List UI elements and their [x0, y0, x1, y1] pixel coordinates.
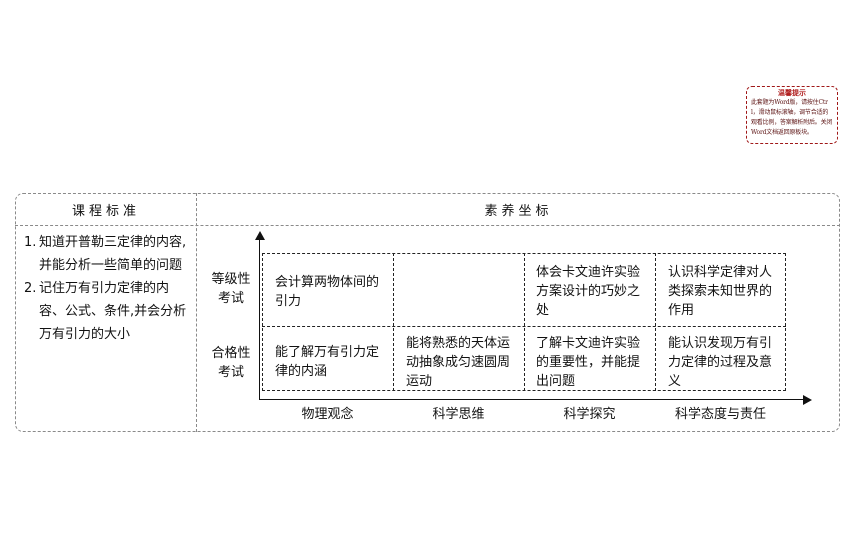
table-frame: [15, 193, 840, 432]
grid-line: [262, 326, 786, 327]
grid-cell: 能了解万有引力定律的内涵: [275, 345, 380, 379]
y-axis-arrow-icon: [255, 231, 265, 240]
col-label-scientific-attitude: 科学态度与责任: [674, 407, 766, 422]
curriculum-standard-header: 课程标准: [71, 204, 140, 219]
header-divider: [15, 225, 840, 226]
standard-text: 记住万有引力定律的内容、公式、条件,并会分析万有引力的大小: [39, 281, 187, 342]
grid-cell: 能将熟悉的天体运动抽象成匀速圆周运动: [406, 336, 511, 389]
standards-list: 1. 知道开普勒三定律的内容,并能分析一些简单的问题 2. 记住万有引力定律的内…: [24, 231, 190, 346]
y-axis: [259, 238, 260, 400]
grid-cell: 能认识发现万有引力定律的过程及意义: [668, 336, 773, 389]
grid-line: [524, 253, 525, 391]
grid-cell: 体会卡文迪许实验方案设计的巧妙之处: [536, 265, 641, 318]
warm-tip-title: 温馨提示: [778, 89, 806, 97]
standard-number: 2.: [24, 281, 37, 296]
warm-tip-body: 此套题为Word版，请按住Ctrl，滑动鼠标滚轴，调节合适的观看比例，答案解析附…: [751, 99, 833, 136]
standard-item: 2. 记住万有引力定律的内容、公式、条件,并会分析万有引力的大小: [24, 277, 190, 346]
row-label-qualifying-exam: 合格性 考试: [211, 346, 251, 380]
col-label-scientific-inquiry: 科学探究: [563, 407, 616, 422]
col-label-scientific-thinking: 科学思维: [432, 407, 485, 422]
grid-cell: 认识科学定律对人类探索未知世界的作用: [668, 265, 773, 318]
grid-line: [393, 253, 394, 391]
warm-tip-box: 温馨提示 此套题为Word版，请按住Ctrl，滑动鼠标滚轴，调节合适的观看比例，…: [746, 86, 838, 144]
grid-line: [655, 253, 656, 391]
column-divider: [196, 193, 197, 432]
x-axis: [259, 399, 804, 400]
literacy-coordinate-header: 素养坐标: [484, 204, 553, 219]
col-label-physics-concept: 物理观念: [301, 407, 354, 422]
standard-text: 知道开普勒三定律的内容,并能分析一些简单的问题: [39, 235, 187, 273]
row-label-graded-exam: 等级性 考试: [211, 272, 251, 306]
grid-cell: 会计算两物体间的引力: [275, 275, 380, 309]
standard-number: 1.: [24, 235, 37, 250]
x-axis-arrow-icon: [803, 395, 812, 405]
grid-cell: 了解卡文迪许实验的重要性，并能提出问题: [536, 336, 641, 389]
standard-item: 1. 知道开普勒三定律的内容,并能分析一些简单的问题: [24, 231, 190, 277]
